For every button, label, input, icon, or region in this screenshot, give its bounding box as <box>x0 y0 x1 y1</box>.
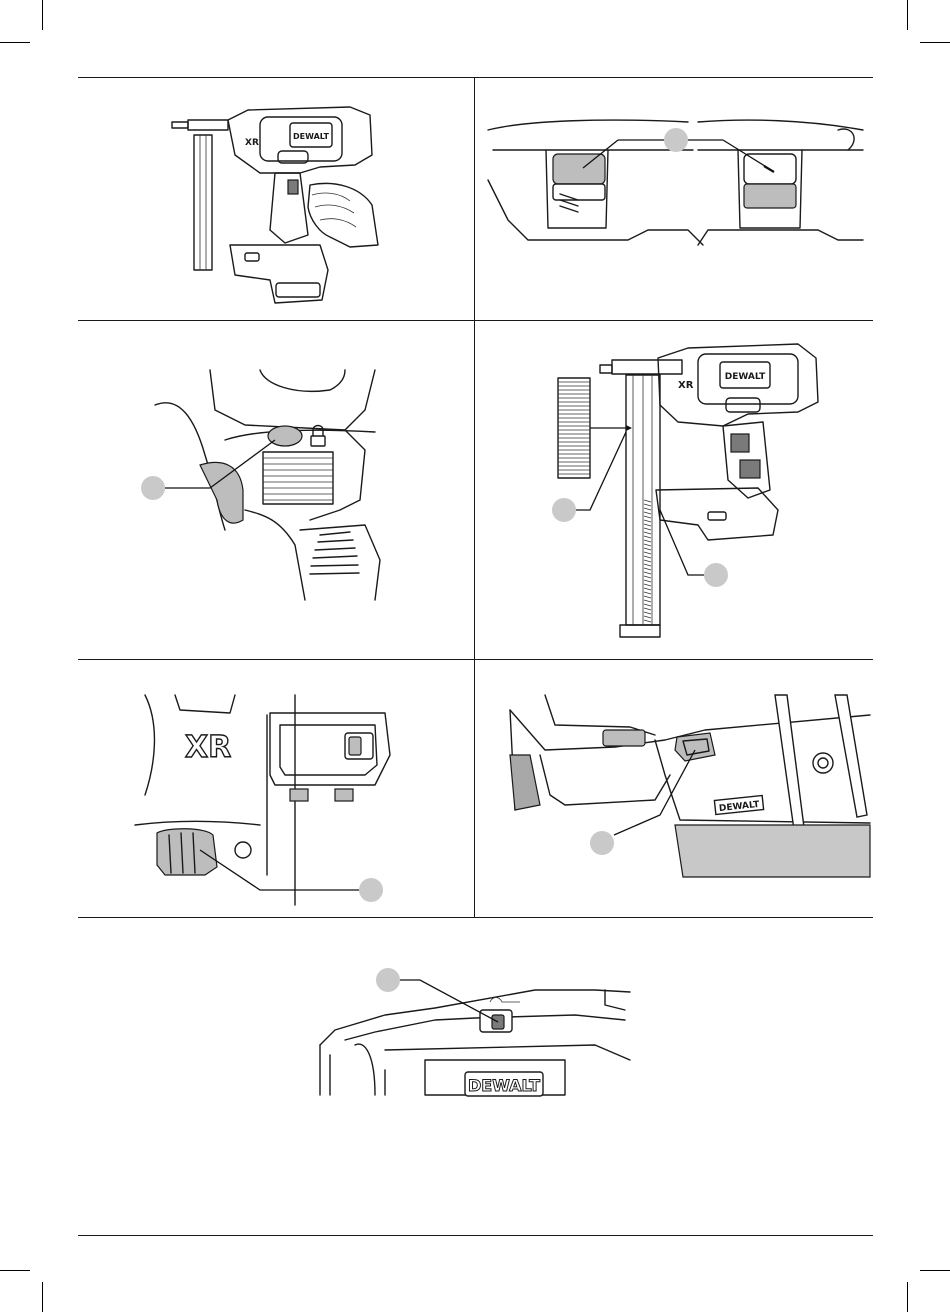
figure-led-switch: DEWALT <box>315 960 635 1095</box>
xr-badge: XR <box>678 380 694 391</box>
xr-badge: XR <box>185 730 231 765</box>
dewalt-logo: DEWALT <box>293 132 330 141</box>
jam-release-illustration: DEWALT <box>505 695 870 880</box>
depth-adjustment-illustration: XR <box>135 695 400 905</box>
magazine-loading-illustration: DEWALT XR <box>548 330 868 645</box>
crop-mark <box>907 0 908 30</box>
crop-mark <box>920 42 950 43</box>
hand-icon <box>308 183 378 247</box>
depth-wheel-icon <box>157 829 217 875</box>
nailer-icon: DEWALT XR <box>150 95 390 310</box>
callout-marker <box>552 498 576 522</box>
nail-strip-icon <box>558 378 590 478</box>
callout-marker <box>664 128 688 152</box>
grid-rule <box>78 1235 873 1236</box>
figure-nailer-in-hand: DEWALT XR <box>150 95 390 310</box>
dewalt-logo: DEWALT <box>468 1076 540 1095</box>
grid-rule <box>78 659 873 660</box>
crop-mark <box>907 1282 908 1312</box>
mode-selector-illustration <box>488 110 863 250</box>
callout-marker <box>359 878 383 902</box>
figure-depth-adjustment: XR <box>135 695 400 905</box>
vent-grille <box>263 458 333 500</box>
figure-trigger-lock <box>135 370 395 600</box>
grid-rule <box>78 917 873 918</box>
callout-marker <box>590 831 614 855</box>
belt-hook-icon <box>345 733 373 759</box>
grid-rule <box>78 77 873 78</box>
crop-mark <box>42 0 43 30</box>
figure-jam-release: DEWALT <box>505 695 870 880</box>
grid-rule <box>78 320 873 321</box>
crop-mark <box>0 42 30 43</box>
figure-magazine-loading: DEWALT XR <box>548 330 868 645</box>
crop-mark <box>42 1282 43 1312</box>
magazine-icon <box>600 360 682 637</box>
bump-mode-icon <box>553 154 605 184</box>
callout-marker <box>376 968 400 992</box>
crop-mark <box>0 1270 30 1271</box>
xr-badge: XR <box>245 138 259 148</box>
trigger-icon <box>200 462 243 523</box>
crop-mark <box>920 1270 950 1271</box>
grid-divider <box>474 77 475 917</box>
trigger-lock-button-icon <box>268 426 302 446</box>
dewalt-logo: DEWALT <box>725 372 766 382</box>
led-switch-illustration: DEWALT <box>315 960 635 1095</box>
callout-marker <box>141 476 165 500</box>
figure-mode-selector <box>488 110 863 250</box>
trigger-lock-illustration <box>135 370 395 600</box>
callout-marker <box>704 563 728 587</box>
